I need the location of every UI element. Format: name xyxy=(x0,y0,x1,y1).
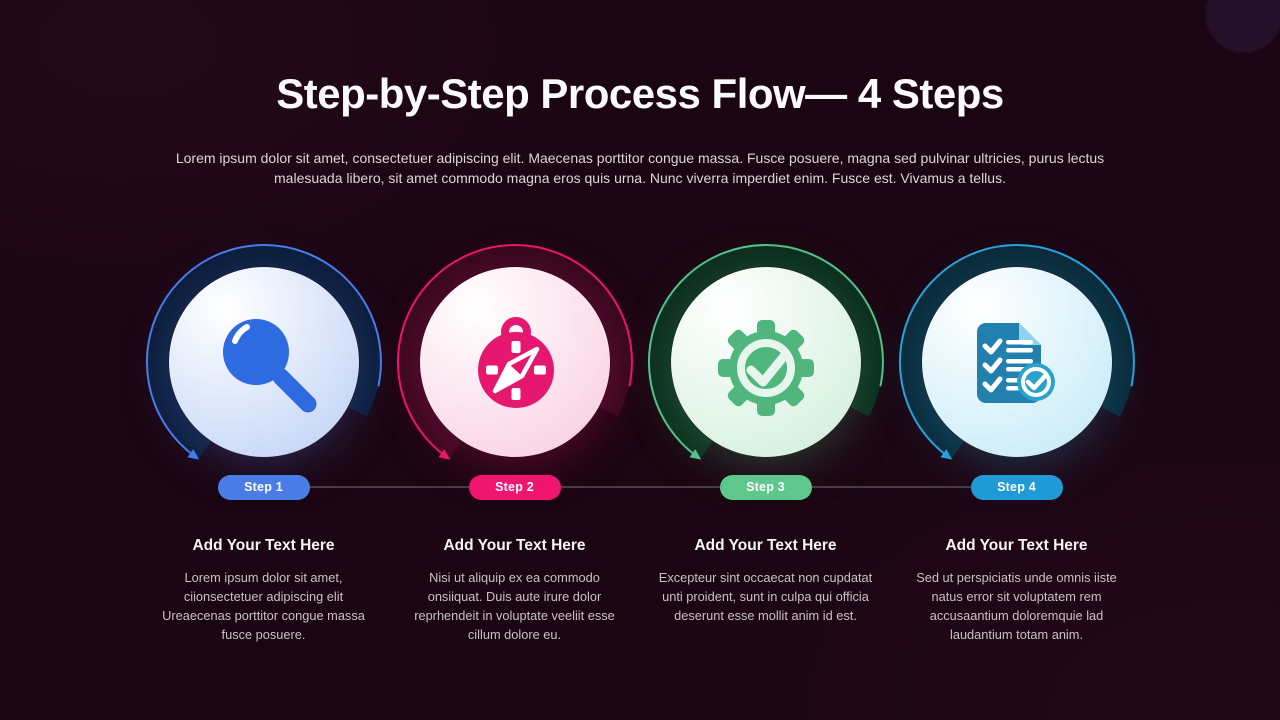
step-badge: Step 2 xyxy=(468,475,561,500)
progress-arc-icon xyxy=(145,244,382,460)
compass-icon xyxy=(477,317,554,408)
step-body: Lorem ipsum dolor sit amet, ciionsectetu… xyxy=(162,570,365,642)
step-body: Sed ut perspiciatis unde omnis iiste nat… xyxy=(916,570,1117,642)
checklist-icon xyxy=(976,323,1055,403)
step-body: Excepteur sint occaecat non cupdatat unt… xyxy=(658,570,873,623)
step-4-visual xyxy=(897,242,1137,482)
step-connector-line xyxy=(264,486,1017,488)
step-badge: Step 1 xyxy=(217,475,310,500)
search-icon xyxy=(222,319,316,413)
step-heading: Add Your Text Here xyxy=(694,537,837,554)
step-body: Nisi ut aliquip ex ea commodo onsiiquat.… xyxy=(414,570,615,642)
step-2-visual xyxy=(395,242,635,482)
page-title: Step-by-Step Process Flow— 4 Steps xyxy=(276,70,1004,117)
step-3-visual xyxy=(646,242,886,482)
step-heading: Add Your Text Here xyxy=(945,537,1088,554)
slide-subtitle: Lorem ipsum dolor sit amet, consectetuer… xyxy=(175,150,1105,186)
step-badge: Step 4 xyxy=(970,475,1063,500)
steps-row: Step 1 Add Your Text Here Lorem ipsum do… xyxy=(138,242,1142,644)
step-badge: Step 3 xyxy=(719,475,812,500)
step-1-visual xyxy=(144,242,384,482)
step-item-3: Step 3 Add Your Text Here Excepteur sint… xyxy=(640,242,891,644)
gear-check-icon xyxy=(717,320,814,416)
step-item-4: Step 4 Add Your Text Here Sed ut perspic… xyxy=(891,242,1142,644)
step-item-1: Step 1 Add Your Text Here Lorem ipsum do… xyxy=(138,242,389,644)
step-item-2: Step 2 Add Your Text Here Nisi ut aliqui… xyxy=(389,242,640,644)
progress-arc-icon xyxy=(647,244,884,460)
step-heading: Add Your Text Here xyxy=(192,537,335,554)
step-heading: Add Your Text Here xyxy=(443,537,586,554)
progress-arc-icon xyxy=(396,244,633,460)
progress-arc-icon xyxy=(898,244,1135,460)
